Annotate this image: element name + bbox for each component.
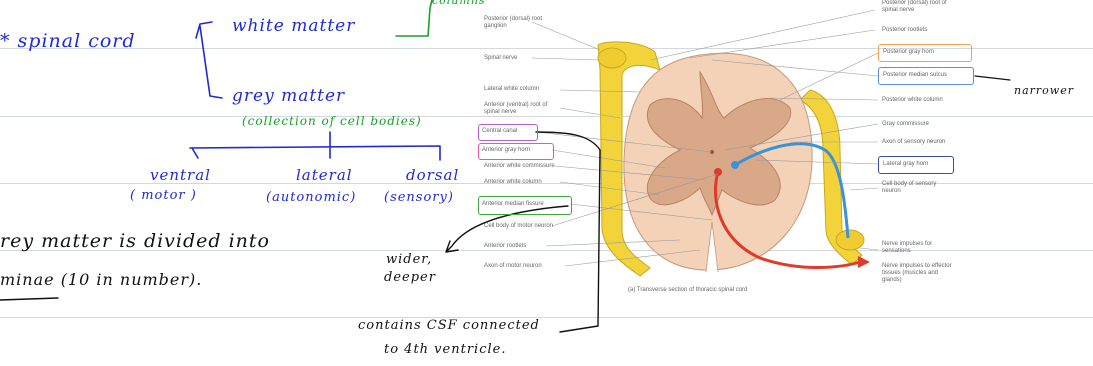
note-columns-fragment: columns [432, 0, 486, 7]
impulse-arrow [858, 256, 870, 268]
note-csf-line1: contains CSF connected [358, 318, 540, 333]
label-spinal-nerve: Spinal nerve [484, 55, 517, 62]
label-anterior-median-fissure: Anterior median fissure [482, 201, 544, 208]
note-white-matter: white matter [232, 16, 355, 36]
note-horn-ventral-detail: ( motor ) [130, 188, 197, 203]
note-csf-line2: to 4th ventricle. [384, 342, 506, 357]
note-spinal-cord: * spinal cord [0, 30, 136, 52]
label-impulses-sensations: Nerve impulses for sensations [882, 241, 952, 255]
note-division-line2: minae (10 in number). [0, 270, 202, 289]
note-narrower: narrower [1014, 84, 1074, 97]
label-anterior-rootlets: Anterior rootlets [484, 243, 526, 250]
label-gray-commissure: Gray commissure [882, 121, 929, 128]
label-posterior-median-sulcus: Posterior median sulcus [883, 72, 947, 79]
label-anterior-white-commissure: Anterior white commissure [484, 163, 555, 170]
note-horn-dorsal-detail: (sensory) [384, 190, 454, 205]
label-axon-motor-neuron: Axon of motor neuron [484, 263, 542, 270]
label-axon-sensory-neuron: Axon of sensory neuron [882, 139, 945, 146]
label-posterior-gray-horn: Posterior gray horn [883, 49, 934, 56]
label-posterior-rootlets: Posterior rootlets [882, 27, 927, 34]
label-posterior-root: Posterior (dorsal) root of spinal nerve [882, 0, 962, 14]
note-horn-ventral: ventral [150, 166, 211, 184]
note-horn-lateral: lateral [296, 166, 353, 184]
label-posterior-root-ganglion: Posterior (dorsal) root ganglion [484, 16, 544, 30]
sensory-ganglion [836, 230, 864, 250]
label-cell-body-motor-neuron: Cell body of motor neuron [484, 223, 553, 230]
label-posterior-white-column: Posterior white column [882, 97, 943, 104]
note-division-line1: rey matter is divided into [0, 230, 270, 252]
figure-caption: (a) Transverse section of thoracic spina… [628, 287, 747, 294]
label-anterior-white-column: Anterior white column [484, 179, 542, 186]
label-lateral-gray-horn: Lateral gray horn [883, 161, 928, 168]
note-horn-lateral-detail: (autonomic) [266, 190, 356, 205]
note-deeper: deeper [384, 270, 436, 285]
label-impulses-effectors: Nerve impulses to effector tissues (musc… [882, 263, 958, 284]
label-anterior-root: Anterior (ventral) root of spinal nerve [484, 102, 564, 116]
label-cell-body-sensory-neuron: Cell body of sensory neuron [882, 181, 952, 195]
label-central-canal: Central canal [482, 128, 517, 135]
note-horn-dorsal: dorsal [406, 166, 459, 184]
note-wider: wider, [386, 252, 432, 267]
label-lateral-white-column: Lateral white column [484, 86, 539, 93]
note-grey-matter-detail: (collection of cell bodies) [242, 114, 422, 128]
label-anterior-gray-horn: Anterior gray horn [482, 147, 530, 154]
note-grey-matter: grey matter [232, 86, 345, 106]
dorsal-root-ganglion [598, 48, 626, 68]
